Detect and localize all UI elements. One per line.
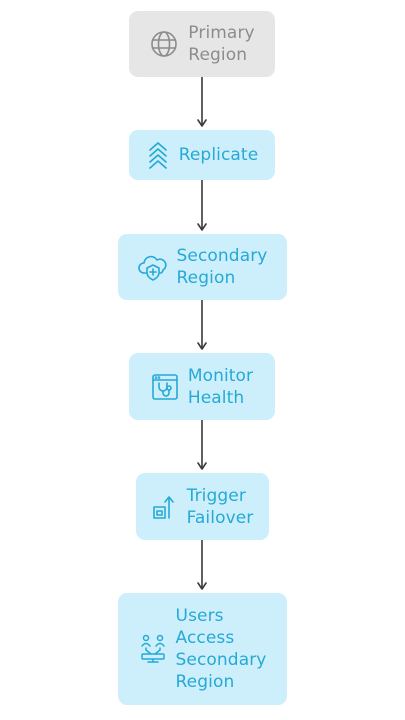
arrow-up-box-icon <box>152 493 178 521</box>
node-label-line: Region <box>188 45 248 65</box>
node-label-line: Secondary <box>175 650 267 670</box>
node-secondary-region: Secondary Region <box>118 234 287 300</box>
stethoscope-window-icon <box>151 373 179 401</box>
node-label-line: Access <box>175 628 235 648</box>
node-label-line: Secondary <box>176 246 268 266</box>
node-label: Primary Region <box>188 22 254 66</box>
node-label-line: Monitor <box>187 365 254 386</box>
node-label-line: Region <box>175 672 235 692</box>
node-label-line: Trigger <box>186 485 246 506</box>
chevrons-up-icon <box>146 141 170 169</box>
node-replicate: Replicate <box>129 130 275 180</box>
node-label: Trigger Failover <box>187 485 254 529</box>
node-primary-region: Primary Region <box>129 11 275 77</box>
cloud-plus-icon <box>137 253 168 281</box>
node-label: Secondary Region <box>177 245 268 289</box>
node-users-access-secondary-region: Users Access Secondary Region <box>118 593 287 705</box>
node-label: Users Access Secondary Region <box>176 605 267 693</box>
node-monitor-health: Monitor Health <box>129 353 275 420</box>
users-network-icon <box>139 634 167 664</box>
globe-icon <box>149 29 179 59</box>
node-label-line: Health <box>187 387 245 408</box>
node-label: Replicate <box>179 144 259 166</box>
node-label-line: Replicate <box>178 145 259 165</box>
node-label-line: Users <box>175 606 224 626</box>
node-label-line: Failover <box>186 507 254 528</box>
node-label-line: Primary <box>188 23 255 43</box>
node-label: Monitor Health <box>188 365 253 409</box>
node-trigger-failover: Trigger Failover <box>136 473 269 540</box>
node-label-line: Region <box>176 268 236 288</box>
